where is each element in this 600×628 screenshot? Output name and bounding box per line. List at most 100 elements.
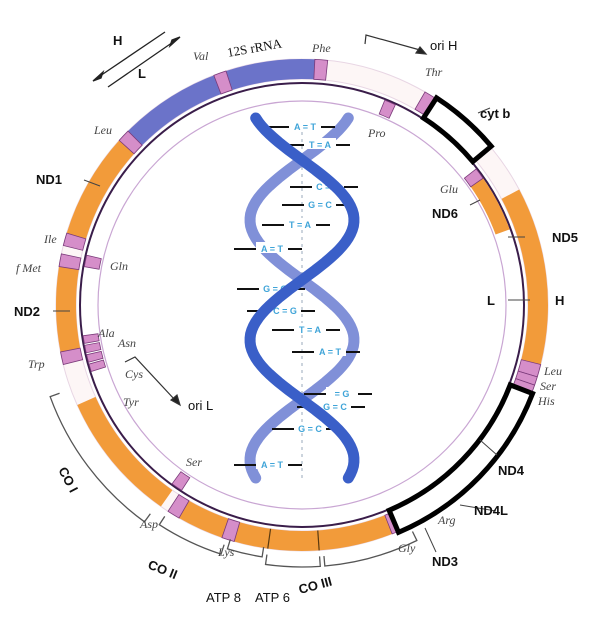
- rrna-12s-label: 12S rRNA: [226, 35, 284, 59]
- gene-cytb-label: cyt b: [480, 106, 510, 121]
- base-pair-label: T = A: [309, 140, 331, 150]
- base-pair-bg: [289, 120, 321, 131]
- trna-leu2-label: Leu: [543, 364, 562, 378]
- trna-asp-label: Asp: [139, 517, 158, 531]
- gene-atp6-label: ATP 6: [255, 590, 290, 605]
- light-strand-label: L: [138, 66, 146, 81]
- ori-h-arrow: [364, 34, 428, 55]
- trna-glu-label: Glu: [440, 182, 458, 196]
- trna-tyr-label: Tyr: [123, 395, 139, 409]
- trna-ser2-label: Ser: [540, 379, 556, 393]
- base-pair-label: G = C: [298, 424, 322, 434]
- atp6-bracket: [264, 554, 321, 568]
- trna-ile-mark: [62, 232, 87, 251]
- base-pair-label: T = A: [289, 220, 311, 230]
- ori-l-label: ori L: [188, 398, 213, 413]
- trna-val-label: Val: [193, 49, 209, 63]
- base-pair-label: A = T: [261, 460, 283, 470]
- rrna-16s-segment: [122, 73, 225, 151]
- trna-trp-mark: [60, 347, 84, 365]
- trna-asn-mark: [84, 342, 102, 354]
- co2-bracket: [158, 515, 225, 555]
- trna-ser-label: Ser: [186, 455, 202, 469]
- nd5-segment: [501, 189, 548, 365]
- base-pair-bg: [304, 198, 336, 209]
- trna-gln-label: Gln: [110, 259, 128, 273]
- trna-ile-label: Ile: [43, 232, 57, 246]
- ori-l-arrow: [124, 356, 181, 407]
- base-pair-label: G = C: [323, 402, 347, 412]
- gene-atp8-label: ATP 8: [206, 590, 241, 605]
- nd3-atp-co3-segment: [234, 514, 395, 551]
- heavy-strand-label: H: [113, 33, 122, 48]
- genome-rings: [55, 58, 549, 552]
- strand-direction-arrows: [92, 31, 181, 88]
- base-pair-bg: [294, 422, 326, 433]
- base-pair-bg: [259, 282, 291, 293]
- base-pair-bg: [326, 387, 358, 398]
- trna-leu-label: Leu: [93, 123, 112, 137]
- base-pair-label: A = T: [319, 347, 341, 357]
- base-pair-bg: [284, 218, 316, 229]
- gene-nd3-label: ND3: [432, 554, 458, 569]
- gene-nd6-label: ND6: [432, 206, 458, 221]
- trna-lys-label: Lys: [217, 545, 235, 559]
- nd1-segment: [66, 140, 135, 239]
- gene-nd2-label: ND2: [14, 304, 40, 319]
- base-pair-label: C = G: [273, 306, 297, 316]
- base-pair-label: = G: [335, 389, 350, 399]
- gene-boundary: [267, 528, 272, 549]
- base-pair-bg: [319, 400, 351, 411]
- base-pair-label: T = A: [299, 325, 321, 335]
- trna-cys-label: Cys: [125, 367, 143, 381]
- trna-leu-mark: [118, 130, 143, 155]
- gene-boundary: [317, 530, 320, 551]
- base-pair-label: A = T: [261, 244, 283, 254]
- ring-l-label: L: [487, 293, 495, 308]
- gene-co3-label: CO III: [297, 574, 334, 597]
- trna-cys-mark: [86, 350, 104, 363]
- trna-trp-label: Trp: [28, 357, 45, 371]
- trna-gln-mark: [83, 254, 102, 270]
- co1-bracket: [49, 392, 151, 523]
- ring-h-label: H: [555, 293, 564, 308]
- base-pair-bg: [256, 242, 288, 253]
- dna-double-helix: A = TT = AC = GG = CT = AA = TG = CC = G…: [234, 112, 372, 484]
- base-pair-bg: [314, 345, 346, 356]
- co2-segment: [179, 500, 229, 538]
- trna-pro-label: Pro: [367, 126, 386, 140]
- trna-arg-label: Arg: [437, 513, 456, 527]
- trna-ala-label: Ala: [97, 326, 115, 340]
- trna-ser-mark: [171, 471, 191, 491]
- trna-fmet-mark: [58, 253, 82, 271]
- ring-divider: [79, 82, 525, 528]
- trna-ala-mark: [82, 333, 100, 344]
- leader-lines: [53, 107, 530, 553]
- trna-fmet-label: f Met: [16, 261, 42, 275]
- ori-h-label: ori H: [430, 38, 457, 53]
- trna-phe-label: Phe: [311, 41, 331, 55]
- cytb-box: [419, 94, 495, 166]
- nd6-segment: [470, 178, 510, 235]
- base-pair-label: G = C: [263, 284, 287, 294]
- helix-strand-back: [244, 112, 360, 484]
- trna-tyr-mark: [88, 359, 107, 372]
- gene-nd1-label: ND1: [36, 172, 62, 187]
- trna-glu-mark: [463, 168, 484, 188]
- gene-co1-label: CO I: [55, 464, 81, 495]
- base-pair-bg: [256, 458, 288, 469]
- co1-segment: [77, 396, 173, 507]
- atp8-bracket: [226, 539, 265, 558]
- gene-co2-label: CO II: [146, 557, 180, 582]
- trna-val-mark: [213, 70, 233, 95]
- helix-strand-front: [244, 112, 360, 484]
- trna-pro-mark: [378, 99, 396, 119]
- inner-ring-edge: [97, 100, 507, 510]
- gene-nd4l-label: ND4L: [474, 503, 508, 518]
- base-pair-bg: [304, 138, 336, 149]
- gene-brackets: [49, 392, 418, 568]
- trna-thr-label: Thr: [425, 65, 443, 79]
- gene-nd4-label: ND4: [498, 463, 525, 478]
- trna-asn-label: Asn: [117, 336, 136, 350]
